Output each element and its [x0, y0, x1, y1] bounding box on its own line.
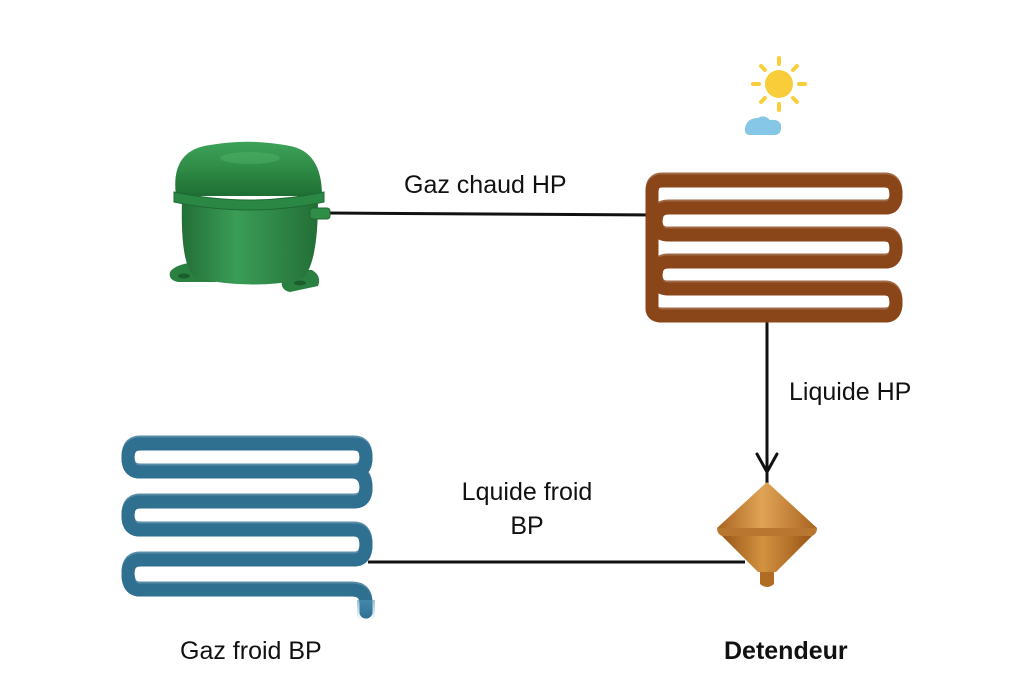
evaporator-coil-icon — [121, 442, 375, 620]
compressor-icon — [169, 141, 331, 292]
expansion-valve-label: Detendeur — [724, 637, 848, 665]
cold-liquid-label-line1: Lquide froid — [461, 478, 593, 506]
expansion-valve-icon — [717, 482, 817, 587]
hot-gas-label: Gaz chaud HP — [404, 171, 567, 199]
hot-gas-line — [327, 211, 661, 217]
cold-liquid-label-line2: BP — [510, 512, 544, 540]
liquid-hp-label: Liquide HP — [789, 378, 912, 406]
arrow-head-icon — [755, 452, 779, 474]
cloud-icon — [744, 116, 782, 135]
cold-liquid-label: Lquide froid BP — [432, 477, 622, 541]
condenser-coil-icon — [645, 179, 903, 323]
sun-icon — [751, 56, 807, 112]
cold-gas-label: Gaz froid BP — [180, 637, 322, 665]
